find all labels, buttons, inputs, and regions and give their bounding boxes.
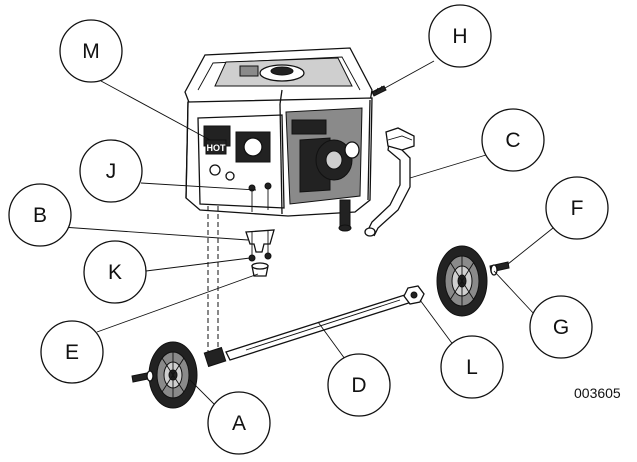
support-leg-part-b [245,229,275,256]
callout-label-f: F [571,197,584,220]
callout-label-l: L [466,356,478,379]
callout-c: C [481,108,545,172]
callout-f: F [545,176,609,240]
hot-decal-text: HOT [207,143,227,153]
callout-label-g: G [553,316,569,339]
callout-k: K [83,240,147,304]
callout-a: A [207,391,271,455]
callout-h: H [428,4,492,68]
leader-lines [61,60,554,406]
callout-label-a: A [232,412,246,435]
callout-label-c: C [505,129,520,152]
nuts-part-k [248,252,272,262]
figure-number: 003605 [574,385,621,401]
callout-label-m: M [82,40,100,63]
callout-label-e: E [65,341,79,364]
callout-label-j: J [106,160,117,183]
wheel-right [436,245,488,317]
rubber-foot-part-e [251,262,269,277]
callout-label-k: K [108,261,122,284]
callout-m: M [59,19,123,83]
callout-e: E [40,320,104,384]
alignment-guide-lines [207,206,219,352]
wheel-part-a [131,341,198,409]
generator-unit: HOT [184,47,373,232]
spacer-part-l [403,285,425,305]
muffler-pipe-part-c [364,127,415,237]
callout-d: D [327,353,391,417]
callout-g: G [529,295,593,359]
callout-l: L [440,335,504,399]
callout-b: B [8,183,72,247]
axle-part-d [203,291,419,368]
callout-label-d: D [351,374,366,397]
screw-part-h [371,85,387,97]
callout-label-h: H [452,25,467,48]
callout-j: J [79,139,143,203]
bolts-part-j [248,182,272,212]
callout-label-b: B [33,204,47,227]
